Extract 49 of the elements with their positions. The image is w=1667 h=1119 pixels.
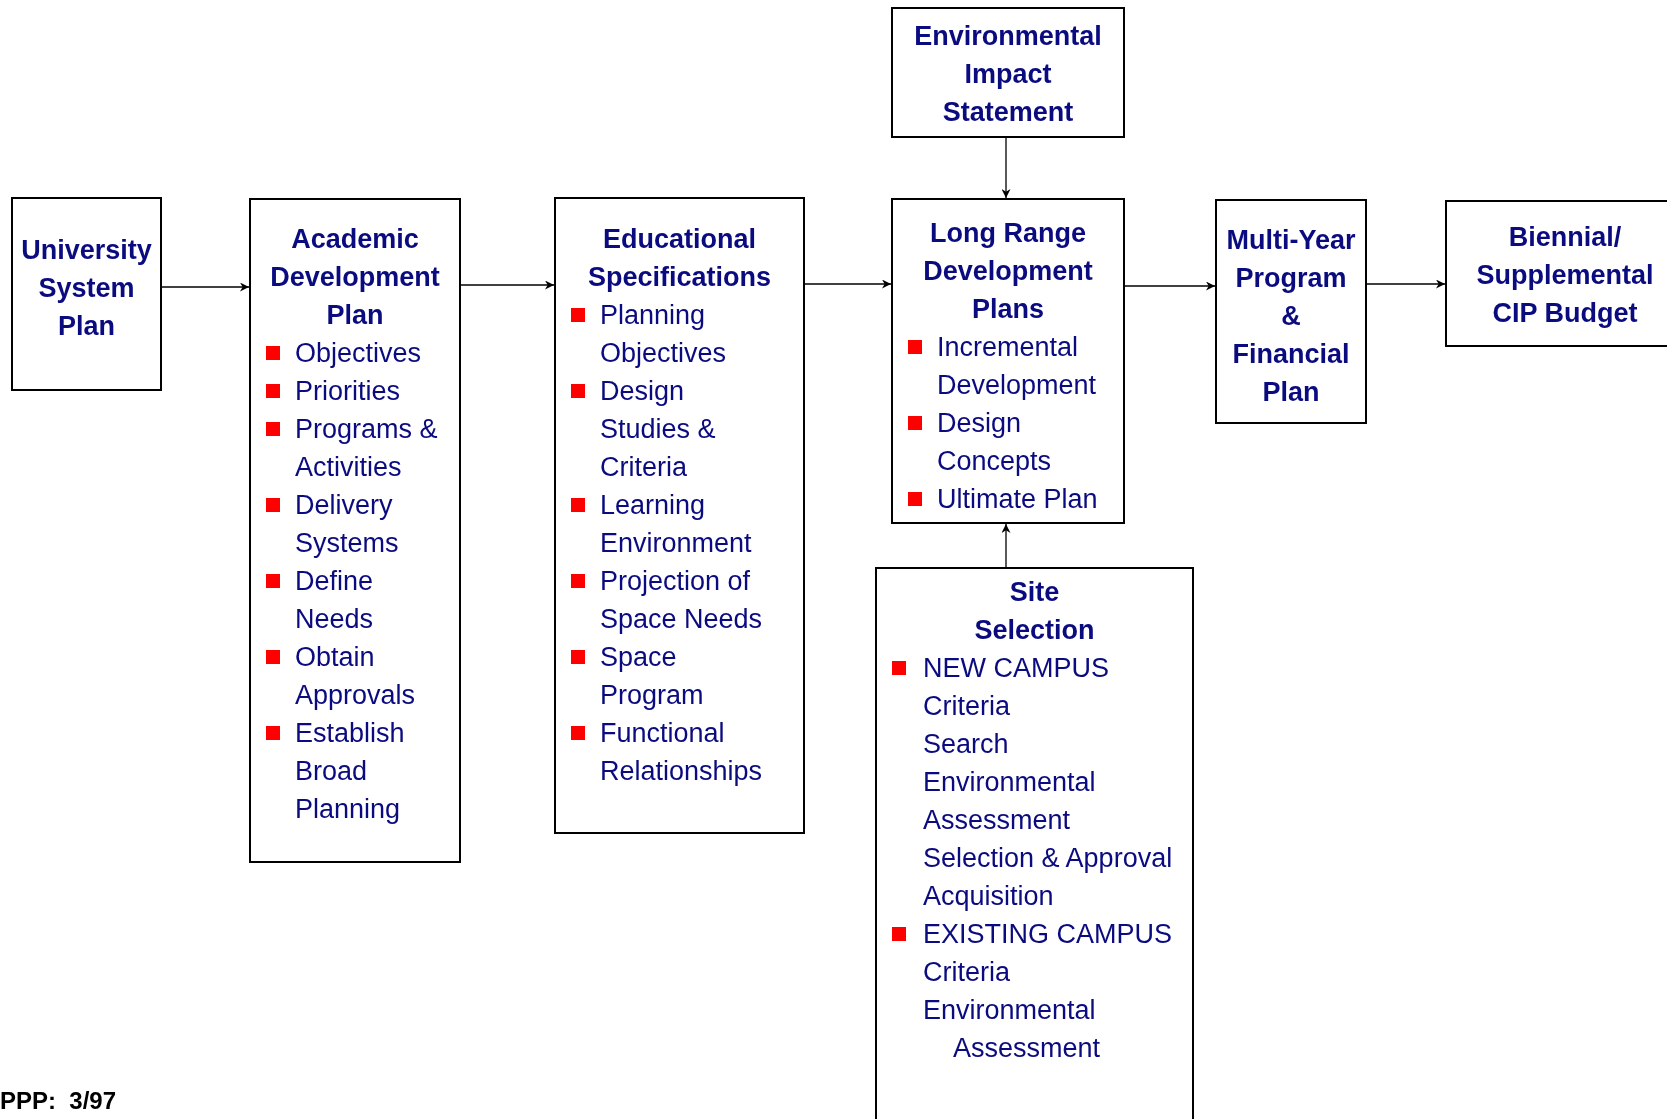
list-item: Criteria (923, 690, 1011, 723)
list-item: Environmental Assessment (923, 766, 1097, 837)
list-item: Planning Objectives (600, 299, 728, 370)
list-item: Priorities (295, 375, 402, 408)
arrow (1124, 281, 1216, 291)
document-code: PPP: 3/97 (0, 1087, 117, 1115)
list-item: Projection of Space Needs (600, 565, 763, 636)
box-heading: Biennial/ Supplemental CIP Budget (1475, 221, 1655, 330)
list-item: Learning Environment (600, 489, 753, 560)
arrow (1366, 279, 1446, 289)
list-item: Selection & Approval (923, 842, 1174, 875)
list-item: NEW CAMPUS (923, 652, 1110, 685)
arrow (1001, 523, 1011, 568)
list-item: Establish Broad Planning (295, 717, 406, 826)
process-box (554, 197, 805, 834)
box-heading: Academic Development Plan (269, 223, 441, 332)
arrow (804, 279, 892, 289)
list-item: Environmental Assessment (923, 994, 1102, 1065)
arrow (161, 282, 250, 292)
process-box (1215, 199, 1367, 424)
box-heading: University System Plan (20, 234, 153, 343)
box-heading: Multi-Year Program & Financial Plan (1225, 224, 1357, 409)
list-item: Criteria (923, 956, 1011, 989)
box-heading: Long Range Development Plans (922, 217, 1094, 326)
arrow (460, 280, 555, 290)
process-box (875, 567, 1194, 1119)
list-item: EXISTING CAMPUS (923, 918, 1174, 951)
list-item: Search (923, 728, 1010, 761)
list-item: Functional Relationships (600, 717, 763, 788)
arrow (1001, 137, 1011, 199)
process-box (249, 198, 461, 863)
process-box (1445, 200, 1667, 347)
list-item: Design Concepts (937, 407, 1053, 478)
box-heading: Site Selection (973, 576, 1096, 647)
box-heading: Educational Specifications (586, 223, 773, 294)
list-item: Obtain Approvals (295, 641, 417, 712)
box-heading: Environmental Impact Statement (913, 20, 1103, 129)
list-item: Space Program (600, 641, 705, 712)
process-box (891, 198, 1125, 524)
process-box (891, 7, 1125, 138)
list-item: Delivery Systems (295, 489, 400, 560)
list-item: Objectives (295, 337, 423, 370)
list-item: Acquisition (923, 880, 1055, 913)
process-box (11, 197, 162, 391)
list-item: Incremental Development (937, 331, 1098, 402)
list-item: Define Needs (295, 565, 375, 636)
list-item: Design Studies & Criteria (600, 375, 717, 484)
list-item: Programs & Activities (295, 413, 439, 484)
list-item: Ultimate Plan (937, 483, 1099, 516)
